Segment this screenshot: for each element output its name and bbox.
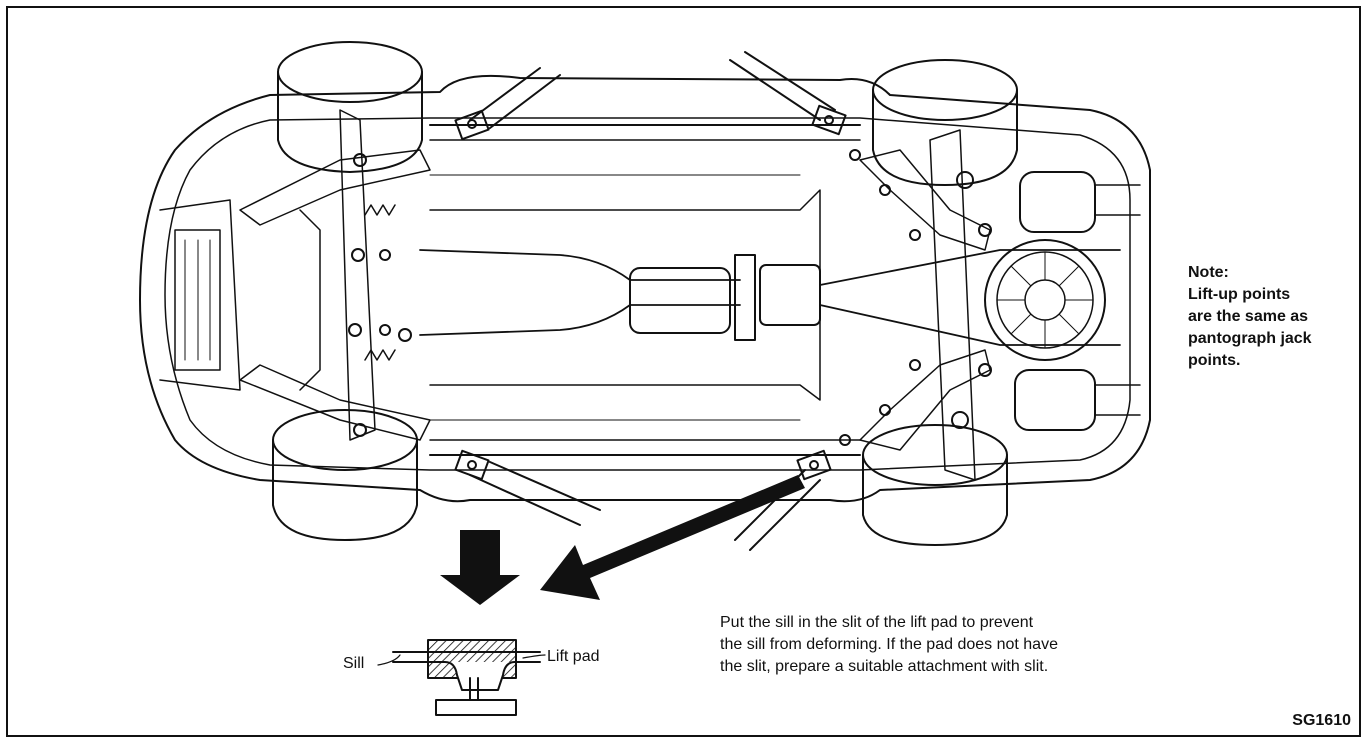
down-arrow bbox=[440, 530, 520, 605]
note-title: Note: bbox=[1188, 264, 1229, 281]
caption-line: Put the sill in the slit of the lift pad… bbox=[720, 614, 1034, 631]
lift-pad-detail bbox=[377, 639, 546, 716]
sill-label: Sill bbox=[343, 655, 365, 672]
caption-line: the slit, prepare a suitable attachment … bbox=[720, 658, 1049, 675]
lift-arm-front-right bbox=[454, 449, 601, 526]
lift-arm-rear-left bbox=[729, 51, 847, 136]
caption-block: Put the sill in the slit of the lift pad… bbox=[720, 612, 1058, 678]
note-block: Note: Lift-up points are the same as pan… bbox=[1188, 262, 1312, 372]
caption-line: the sill from deforming. If the pad does… bbox=[720, 636, 1058, 653]
spare-tire bbox=[984, 239, 1106, 361]
figure-code: SG1610 bbox=[1292, 712, 1351, 729]
lift-arm-front-left bbox=[454, 67, 561, 141]
front-right-wheel bbox=[272, 409, 418, 541]
note-line: points. bbox=[1188, 352, 1241, 369]
rear-right-wheel bbox=[862, 424, 1008, 546]
car-body-outline bbox=[139, 74, 1151, 503]
rear-left-wheel bbox=[872, 59, 1018, 186]
exhaust-system bbox=[419, 171, 1141, 431]
note-line: Lift-up points bbox=[1188, 286, 1291, 303]
front-left-wheel bbox=[277, 41, 423, 173]
front-crossmember bbox=[159, 199, 241, 391]
diagonal-arrow bbox=[540, 475, 805, 600]
lift-pad-label: Lift pad bbox=[547, 648, 600, 665]
figure-frame bbox=[6, 6, 1361, 737]
note-line: are the same as bbox=[1188, 308, 1309, 325]
note-line: pantograph jack bbox=[1188, 330, 1312, 347]
